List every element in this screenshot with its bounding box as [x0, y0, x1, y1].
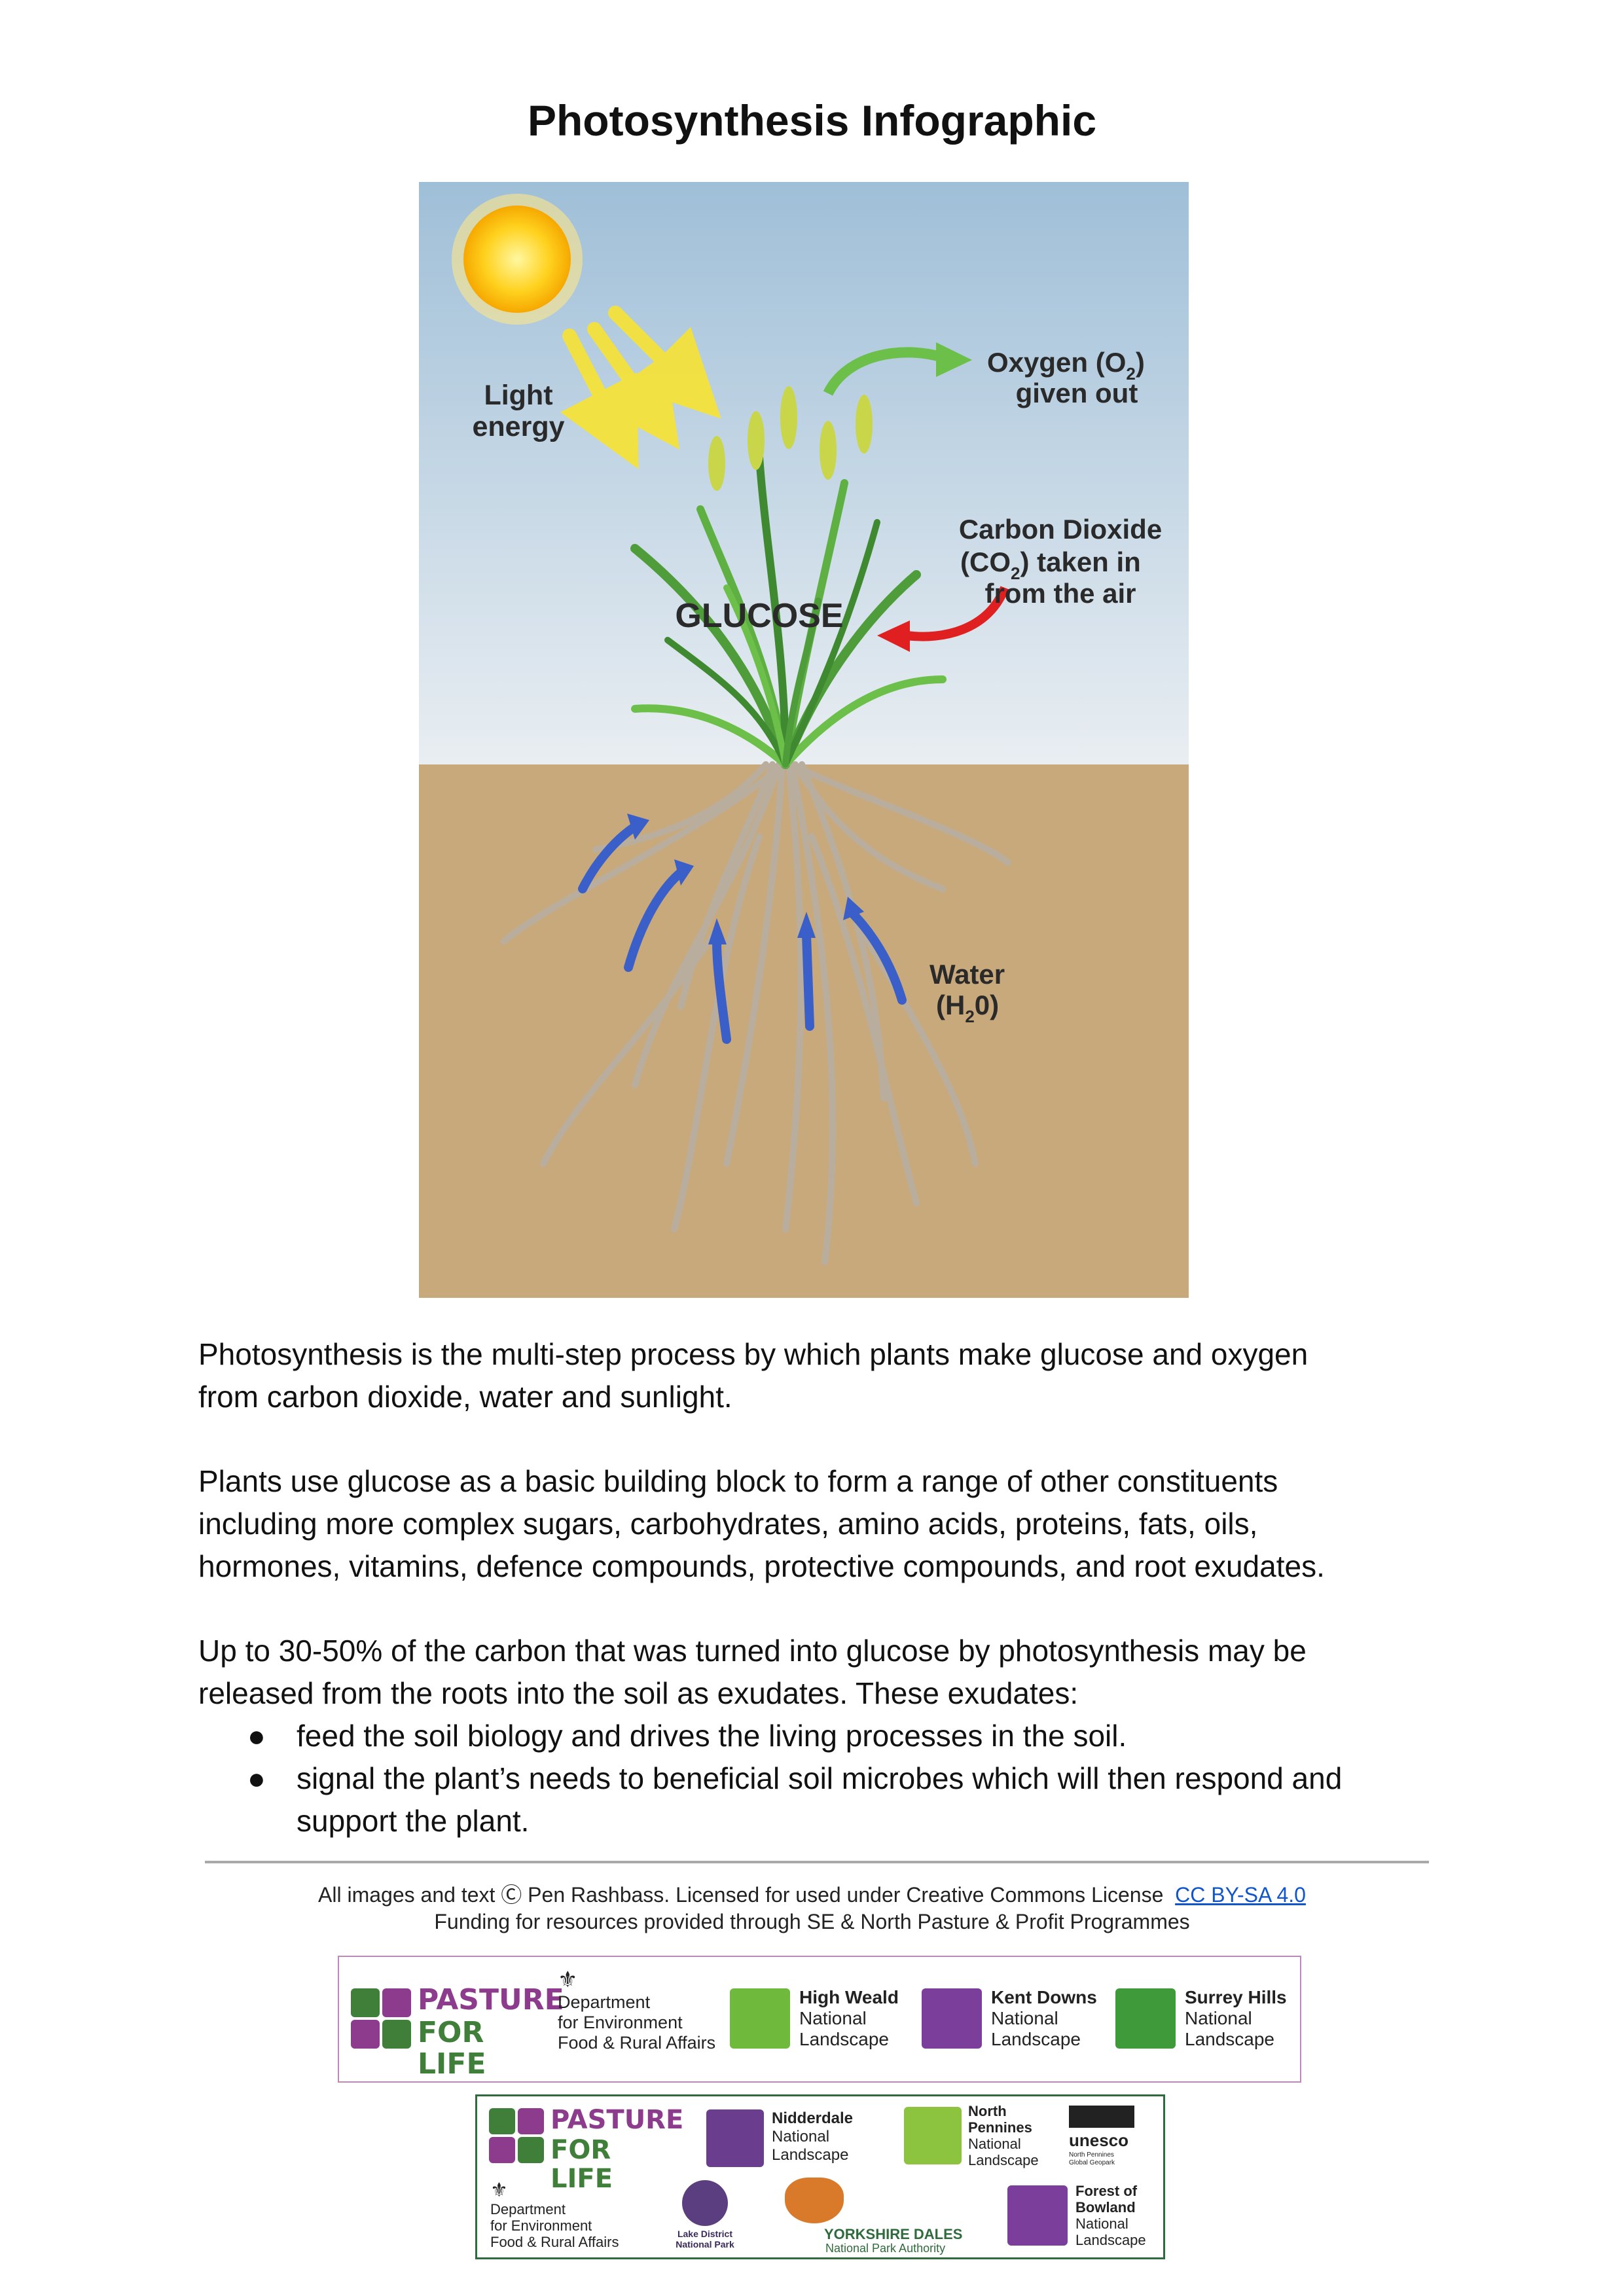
kent-downs-icon: [922, 1988, 982, 2049]
bullet-text: feed the soil biology and drives the liv…: [297, 1719, 1127, 1753]
surrey-hills-logo: Surrey Hills National Landscape: [1115, 1987, 1299, 2053]
bullet-text: signal the plant’s needs to beneficial s…: [297, 1761, 1343, 1795]
co2-label-1: Carbon Dioxide: [959, 514, 1162, 545]
credit-text: All images and text Ⓒ Pen Rashbass. Lice…: [318, 1883, 1164, 1907]
north-pennines-icon: [904, 2107, 962, 2164]
partner-logos-row-1: PASTURE FOR LIFE ⚜ Department for Enviro…: [338, 1956, 1301, 2083]
oxygen-label-2: given out: [1016, 378, 1138, 408]
ram-icon: [785, 2178, 844, 2223]
crest-icon: ⚜: [490, 2179, 508, 2201]
bullet-item: ● signal the plant’s needs to beneficial…: [198, 1757, 1442, 1842]
anvil-icon: [730, 1988, 790, 2049]
oxygen-label: Oxygen (O2): [987, 347, 1145, 384]
partner-logos-row-2: PASTURE FOR LIFE Nidderdale National Lan…: [475, 2094, 1165, 2259]
kent-downs-logo: Kent Downs National Landscape: [922, 1987, 1111, 2053]
paragraph-line: including more complex sugars, carbohydr…: [198, 1507, 1258, 1541]
north-pennines-logo: North Pennines National Landscape: [904, 2103, 1055, 2168]
water-arrows: [578, 822, 907, 1044]
defra-logo: ⚜ Department for Environment Food & Rura…: [558, 1967, 728, 2053]
page-title: Photosynthesis Infographic: [527, 96, 1097, 145]
nidderdale-logo: Nidderdale National Landscape: [706, 2107, 876, 2170]
bullet-marker: ●: [247, 1761, 266, 1795]
owl-icon: [1007, 2185, 1068, 2246]
light-rays: [560, 306, 721, 469]
credit-line: All images and text Ⓒ Pen Rashbass. Lice…: [0, 1878, 1624, 1909]
exudates-bullet-list: ● feed the soil biology and drives the l…: [198, 1715, 1442, 1842]
light-energy-label-1: Light: [484, 380, 552, 411]
unesco-temple-icon: [1069, 2106, 1134, 2128]
sun-icon: [452, 194, 583, 325]
water-label-2: (H20): [936, 990, 999, 1026]
grass-plant: [630, 453, 947, 769]
plant-roots: [501, 761, 1011, 1265]
yorkshire-dales-logo: YORKSHIRE DALES National Park Authority: [785, 2178, 988, 2255]
paragraph-line: hormones, vitamins, defence compounds, p…: [198, 1549, 1325, 1583]
bullet-marker: ●: [247, 1719, 266, 1753]
license-link[interactable]: CC BY-SA 4.0: [1175, 1883, 1306, 1907]
paragraph-line: Photosynthesis is the multi-step process…: [198, 1337, 1308, 1371]
paragraph-line: Plants use glucose as a basic building b…: [198, 1464, 1278, 1498]
bullet-item: ● feed the soil biology and drives the l…: [198, 1715, 1442, 1757]
high-weald-logo: High Weald National Landscape: [730, 1987, 913, 2053]
nidderdale-icon: [706, 2109, 764, 2167]
paragraph-line: from carbon dioxide, water and sunlight.: [198, 1380, 732, 1414]
oxygen-arrow: [823, 342, 972, 396]
footer-divider: [205, 1861, 1429, 1863]
co2-label-3: from the air: [984, 578, 1136, 609]
crest-icon: ⚜: [558, 1967, 578, 1992]
lake-district-icon: [682, 2180, 728, 2226]
paragraph-glucose-uses: Plants use glucose as a basic building b…: [198, 1460, 1442, 1588]
paragraph-exudates: Up to 30-50% of the carbon that was turn…: [198, 1630, 1442, 1842]
grass-seedheads: [708, 386, 873, 491]
co2-arrow: [877, 586, 1009, 652]
lake-district-logo: Lake District National Park: [653, 2180, 764, 2252]
co2-label-2: (CO2) taken in: [960, 547, 1141, 583]
paragraph-intro: Photosynthesis is the multi-step process…: [198, 1333, 1442, 1418]
water-label-1: Water: [929, 959, 1005, 990]
photosynthesis-diagram: Light energy Oxygen (O2) given out Carbo…: [419, 182, 1189, 1298]
funding-line: Funding for resources provided through S…: [434, 1910, 1190, 1933]
glucose-label: GLUCOSE: [675, 597, 843, 635]
surrey-hills-icon: [1115, 1988, 1176, 2049]
defra-logo: ⚜ Department for Environment Food & Rura…: [490, 2179, 641, 2251]
bullet-text: support the plant.: [297, 1804, 530, 1838]
paragraph-line: released from the roots into the soil as…: [198, 1676, 1079, 1710]
soil: [419, 764, 1189, 1298]
pasture-for-life-logo: PASTURE FOR LIFE: [351, 1983, 564, 2080]
forest-of-bowland-logo: Forest of Bowland National Landscape: [1007, 2180, 1158, 2252]
water-arrowheads: [627, 814, 864, 944]
paragraph-line: Up to 30-50% of the carbon that was turn…: [198, 1634, 1307, 1668]
pasture-for-life-logo: PASTURE FOR LIFE: [489, 2106, 683, 2193]
light-energy-label-2: energy: [472, 411, 564, 442]
unesco-logo: unesco North Pennines Global Geopark: [1069, 2106, 1154, 2171]
